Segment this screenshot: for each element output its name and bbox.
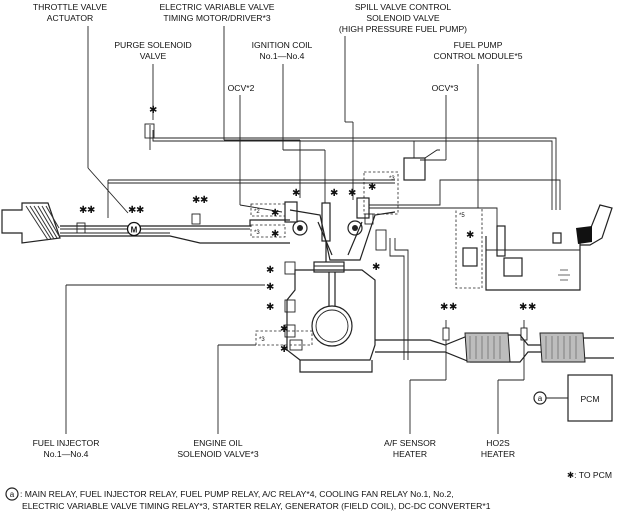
svg-text:PCM: PCM — [580, 394, 599, 404]
label-spill-valve: SPILL VALVE CONTROL SOLENOID VALVE (HIGH… — [339, 2, 467, 34]
svg-text:✱: ✱ — [280, 324, 288, 335]
note-3-c: *3 — [259, 337, 265, 343]
svg-text:✱: ✱ — [87, 205, 95, 216]
svg-text:✱: ✱ — [271, 229, 279, 240]
svg-text:ACTUATOR: ACTUATOR — [47, 13, 93, 23]
label-ignition-coil: IGNITION COIL No.1—No.4 — [252, 40, 313, 61]
to-pcm-markers: ✱ ✱ ✱ ✱ ✱ ✱ ✱ ✱ ✱ ✱ ✱ ✱ ✱ ✱ ✱ ✱ ✱ ✱ ✱ ✱ … — [79, 105, 536, 355]
label-af-sensor-heater: A/F SENSOR HEATER — [384, 438, 436, 459]
note-5: *5 — [459, 213, 465, 219]
svg-text:No.1—No.4: No.1—No.4 — [44, 449, 89, 459]
svg-text:✱: ✱ — [200, 195, 208, 206]
svg-text:✱: ✱ — [136, 205, 144, 216]
svg-text:TIMING MOTOR/DRIVER*3: TIMING MOTOR/DRIVER*3 — [163, 13, 270, 23]
note-3-a: *3 — [254, 230, 260, 236]
relay-note-icon — [5, 487, 19, 501]
label-engine-oil-solenoid: ENGINE OIL SOLENOID VALVE*3 — [177, 438, 259, 459]
label-fuel-pump-control-module: FUEL PUMP CONTROL MODULE*5 — [434, 40, 523, 61]
map-sensor — [191, 213, 201, 225]
svg-text:✱: ✱ — [280, 344, 288, 355]
svg-text:✱: ✱ — [449, 302, 457, 313]
svg-text:: MAIN RELAY, FUEL INJECTOR RE: : MAIN RELAY, FUEL INJECTOR RELAY, FUEL … — [20, 489, 454, 499]
svg-text:✱: ✱ — [266, 282, 274, 293]
svg-text:✱: ✱ — [372, 262, 380, 273]
svg-text:SOLENOID VALVE: SOLENOID VALVE — [366, 13, 439, 23]
fuel-system — [369, 179, 613, 360]
svg-text:FUEL INJECTOR: FUEL INJECTOR — [33, 438, 100, 448]
svg-text:✱: ✱ — [519, 302, 527, 313]
svg-text:HEATER: HEATER — [393, 449, 427, 459]
svg-text:VALVE: VALVE — [140, 51, 167, 61]
svg-text:HO2S: HO2S — [486, 438, 510, 448]
svg-text:✱: ✱ — [266, 302, 274, 313]
svg-text:HEATER: HEATER — [481, 449, 515, 459]
label-ocv-3: OCV*3 — [432, 83, 459, 93]
svg-text:✱: ✱ — [266, 265, 274, 276]
svg-text:ELECTRIC VARIABLE VALVE: ELECTRIC VARIABLE VALVE — [159, 2, 274, 12]
svg-text:✱: ✱ — [128, 205, 136, 216]
svg-text:M: M — [131, 226, 138, 235]
label-ocv-2: OCV*2 — [228, 83, 255, 93]
upper-pipes — [107, 123, 557, 218]
svg-text:ELECTRIC VARIABLE VALVE TIMING: ELECTRIC VARIABLE VALVE TIMING RELAY*3, … — [22, 501, 491, 511]
svg-text:✱: ✱ — [149, 105, 157, 116]
label-throttle-valve-actuator: THROTTLE VALVE ACTUATOR — [33, 2, 107, 23]
relay-footnote: a : MAIN RELAY, FUEL INJECTOR RELAY, FUE… — [5, 487, 491, 511]
svg-text:✱: ✱ — [440, 302, 448, 313]
svg-text:✱: ✱ — [192, 195, 200, 206]
throttle-motor-icon: M — [126, 221, 142, 237]
svg-text:No.1—No.4: No.1—No.4 — [260, 51, 305, 61]
svg-text:✱: ✱ — [528, 302, 536, 313]
pcm-box: a PCM — [533, 374, 613, 422]
label-fuel-injector: FUEL INJECTOR No.1—No.4 — [33, 438, 100, 459]
svg-text:ENGINE OIL: ENGINE OIL — [193, 438, 242, 448]
leader-lines — [87, 26, 479, 214]
svg-text:✱: ✱ — [368, 182, 376, 193]
svg-text:✱: ✱ — [271, 208, 279, 219]
note-3-b: *3 — [389, 176, 395, 182]
svg-text:FUEL PUMP: FUEL PUMP — [454, 40, 503, 50]
svg-text:✱: ✱ — [466, 230, 474, 241]
svg-text:✱: ✱ — [292, 188, 300, 199]
bottom-leaders — [65, 284, 525, 434]
svg-text:CONTROL MODULE*5: CONTROL MODULE*5 — [434, 51, 523, 61]
svg-text:SPILL VALVE CONTROL: SPILL VALVE CONTROL — [355, 2, 452, 12]
air-cleaner — [1, 202, 61, 244]
svg-text:THROTTLE VALVE: THROTTLE VALVE — [33, 2, 107, 12]
exhaust-system — [375, 320, 614, 363]
svg-text:PURGE SOLENOID: PURGE SOLENOID — [114, 40, 191, 50]
engine — [284, 197, 396, 373]
svg-text:✱: ✱ — [79, 205, 87, 216]
svg-text:A/F SENSOR: A/F SENSOR — [384, 438, 436, 448]
svg-text:a: a — [538, 394, 543, 403]
relay-callout-icon — [533, 391, 547, 405]
dashed-notes — [250, 171, 483, 346]
svg-text:IGNITION COIL: IGNITION COIL — [252, 40, 313, 50]
svg-text:✱: ✱ — [348, 188, 356, 199]
svg-text:a: a — [10, 490, 15, 499]
label-evvt-motor-driver: ELECTRIC VARIABLE VALVE TIMING MOTOR/DRI… — [159, 2, 274, 23]
legend-to-pcm: ✱: TO PCM — [567, 470, 612, 480]
svg-text:(HIGH PRESSURE FUEL PUMP): (HIGH PRESSURE FUEL PUMP) — [339, 24, 467, 34]
note-2-a: *2 — [254, 209, 260, 215]
label-purge-solenoid-valve: PURGE SOLENOID VALVE — [114, 40, 191, 61]
svg-text:✱: ✱ — [330, 188, 338, 199]
label-ho2s-heater: HO2S HEATER — [481, 438, 515, 459]
svg-text:SOLENOID VALVE*3: SOLENOID VALVE*3 — [177, 449, 259, 459]
